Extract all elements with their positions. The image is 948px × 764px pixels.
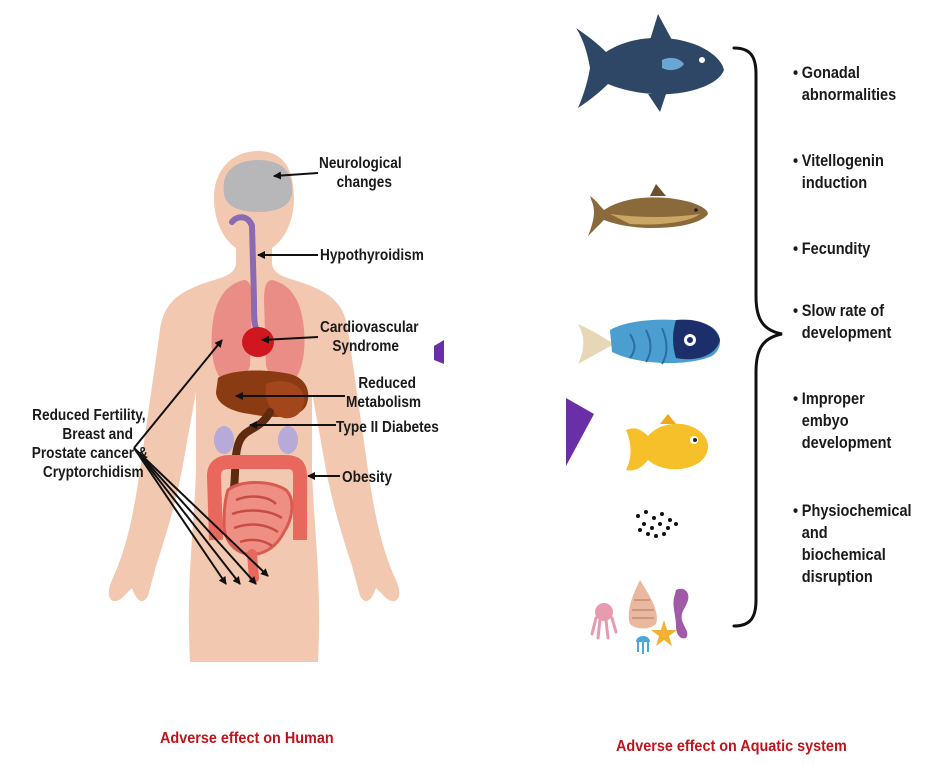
- purple-accent-large: [566, 398, 594, 466]
- trout-icon: [588, 184, 708, 236]
- label-fertility: Reduced Fertility, Breast and Prostate c…: [30, 406, 148, 482]
- rectum: [252, 554, 254, 578]
- label-obesity: Obesity: [342, 468, 392, 487]
- yellow-fish-icon: [626, 414, 708, 471]
- kidney-left: [214, 426, 234, 454]
- effect-slow-development: •Slow rate of development: [793, 300, 891, 344]
- caption-human: Adverse effect on Human: [160, 730, 334, 748]
- fish-eggs-icon: [636, 510, 678, 538]
- jellyfish-icon: [636, 636, 650, 654]
- effect-vitellogenin: •Vitellogenin induction: [793, 150, 884, 194]
- tuna-icon: [576, 14, 724, 112]
- purple-accent-small: [434, 340, 444, 364]
- label-metabolism: Reduced Metabolism: [346, 374, 421, 412]
- effect-fecundity: •Fecundity: [793, 238, 870, 260]
- caption-aquatic: Adverse effect on Aquatic system: [616, 738, 847, 756]
- seashell-icon: [629, 580, 657, 629]
- effect-improper-embryo: •Improper embyo development: [793, 388, 891, 454]
- label-cardiovascular: Cardiovascular Syndrome: [320, 318, 419, 356]
- brain: [223, 160, 292, 212]
- label-neurological: Neurological changes: [319, 154, 402, 192]
- curly-brace: [734, 48, 782, 626]
- kidney-right: [278, 426, 298, 454]
- octopus-icon: [592, 603, 616, 638]
- effect-gonadal: •Gonadal abnormalities: [793, 62, 896, 106]
- label-hypothyroidism: Hypothyroidism: [320, 246, 424, 265]
- label-diabetes: Type II Diabetes: [336, 418, 439, 437]
- blue-fish-icon: [578, 320, 720, 364]
- heart: [242, 327, 274, 357]
- effect-physiochemical: •Physiochemical and biochemical disrupti…: [793, 500, 912, 588]
- sea-creatures-icon: [592, 580, 688, 654]
